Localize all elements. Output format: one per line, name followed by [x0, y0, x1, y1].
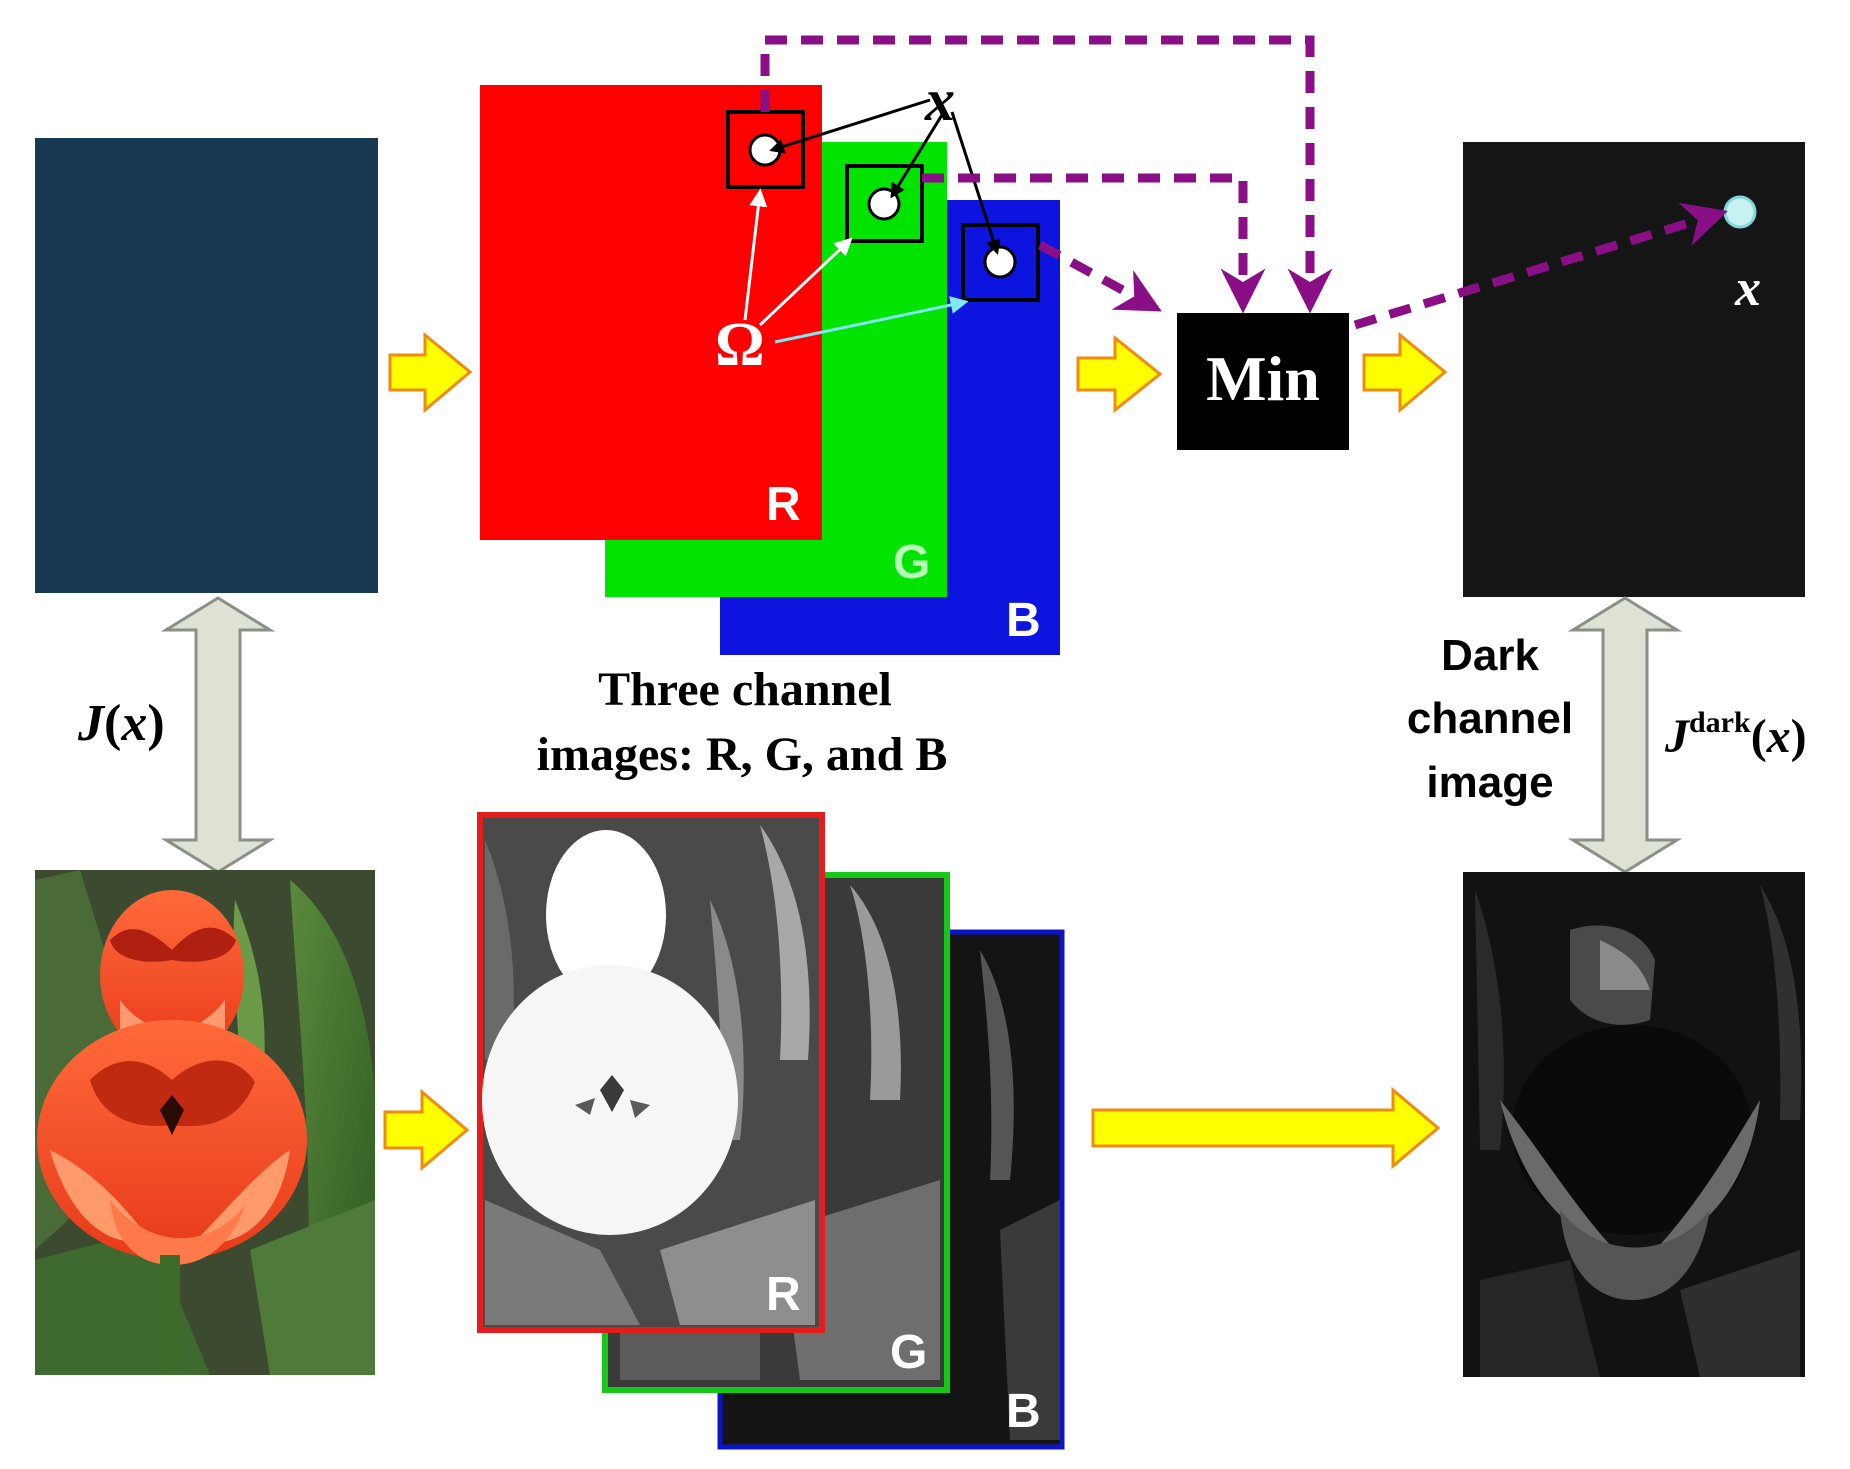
input-label-paren-close: ): [147, 695, 164, 752]
input-scene-rect: [35, 138, 378, 593]
dark-label-j: J: [1664, 710, 1691, 763]
flow-arrow-top-2: [1076, 334, 1163, 414]
dark-image-label: Jdark(x): [1664, 706, 1807, 763]
green-patch-square: [845, 164, 924, 243]
omega-arrow-red: [743, 188, 768, 321]
input-label-paren-open: (: [104, 695, 121, 752]
three-channel-caption-line1: Three channel: [598, 663, 892, 716]
dashed-arrow-red-to-min: [760, 35, 1333, 314]
double-arrow-left: [160, 596, 276, 874]
dark-label-sup: dark: [1689, 706, 1751, 739]
flow-arrow-top-1: [388, 331, 473, 414]
omega-label: Ω: [715, 311, 765, 379]
double-arrow-right: [1567, 596, 1683, 874]
bottom-green-letter: G: [890, 1326, 927, 1379]
dashed-arrow-min-to-result: [1353, 202, 1728, 330]
omega-arrow-blue: [774, 296, 969, 344]
min-operator-box: [1177, 313, 1349, 450]
input-image-label: J(x): [77, 695, 165, 752]
dark-caption-line1: Dark: [1441, 631, 1539, 680]
dashed-arrow-blue-to-min: [1037, 241, 1162, 312]
blue-pixel-marker: [983, 245, 1017, 279]
bottom-red-channel-image: R: [477, 812, 825, 1333]
input-label-x: x: [120, 695, 147, 752]
dark-point-x-label: x: [1734, 260, 1761, 317]
tulip-photo: [35, 870, 375, 1375]
min-operator-label: Min: [1206, 343, 1320, 414]
dark-label-x: x: [1766, 710, 1791, 763]
omega-arrow-green: [758, 237, 853, 327]
bottom-blue-letter: B: [1006, 1385, 1041, 1438]
dark-pixel-marker: [1723, 195, 1757, 229]
input-label-j: J: [77, 695, 106, 752]
flow-arrow-bottom-long: [1091, 1086, 1441, 1170]
blue-channel-letter: B: [1006, 594, 1041, 647]
green-channel-letter: G: [893, 536, 930, 589]
dark-channel-photo: [1463, 872, 1805, 1377]
flow-arrow-bottom-1: [383, 1088, 470, 1172]
x-pointer-red: [769, 98, 931, 154]
three-channel-caption-line2: images: R, G, and B: [537, 728, 948, 781]
dashed-arrow-green-to-min: [922, 173, 1266, 314]
bottom-red-letter: R: [766, 1268, 801, 1321]
dark-label-paren-open: (: [1751, 710, 1767, 763]
dark-caption-line3: image: [1426, 758, 1553, 807]
x-pointer-green: [890, 109, 947, 199]
dark-label-paren-close: ): [1791, 710, 1807, 763]
dark-caption-line2: channel: [1407, 694, 1573, 743]
red-channel-letter: R: [766, 478, 801, 531]
flow-arrow-top-3: [1362, 331, 1448, 414]
blue-patch-square: [961, 223, 1040, 302]
